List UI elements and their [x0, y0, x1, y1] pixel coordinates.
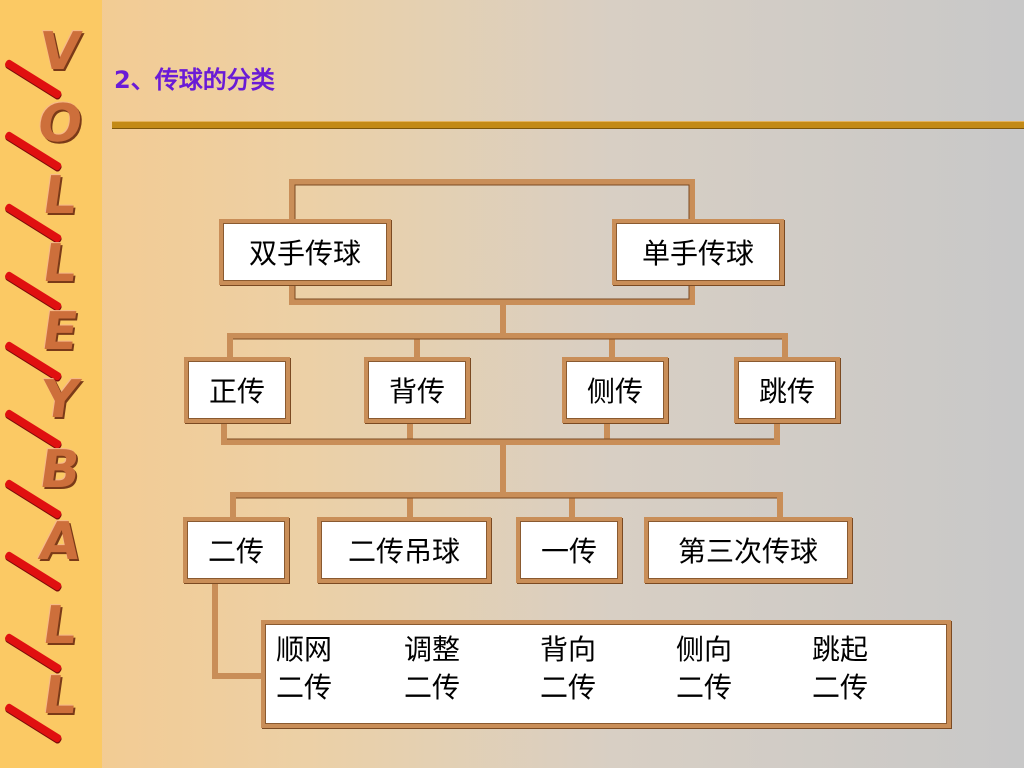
sidebar-banner: V O L L E Y B A L L — [0, 0, 102, 768]
node-first-pass: 一传 — [516, 517, 622, 583]
node-one-hand-pass: 单手传球 — [612, 219, 784, 285]
subtype-line2: 二传 — [540, 671, 597, 704]
node-set-subtypes: 顺网 调整 背向 侧向 跳起 二传 二传 二传 二传 二传 — [261, 620, 951, 728]
node-front-set: 正传 — [184, 357, 290, 423]
connector — [212, 577, 267, 679]
node-label: 正传 — [188, 361, 286, 419]
node-label: 单手传球 — [616, 223, 780, 281]
subtype-line1: 调整 — [404, 633, 461, 666]
node-jump-set: 跳传 — [734, 357, 840, 423]
node-third-pass: 第三次传球 — [644, 517, 852, 583]
slide-title: 2、传球的分类 — [114, 66, 275, 94]
node-label: 二传吊球 — [321, 521, 487, 579]
node-two-hand-pass: 双手传球 — [219, 219, 391, 285]
subtype-line1: 顺网 — [276, 633, 333, 666]
connector — [289, 279, 695, 305]
node-label: 侧传 — [566, 361, 664, 419]
node-label: 一传 — [520, 521, 618, 579]
node-label: 跳传 — [738, 361, 836, 419]
node-second-pass-dump: 二传吊球 — [317, 517, 491, 583]
title-divider — [112, 121, 1024, 129]
subtype-line2: 二传 — [276, 671, 333, 704]
connector — [289, 179, 695, 225]
node-label: 双手传球 — [223, 223, 387, 281]
subtype-line1: 背向 — [540, 633, 597, 666]
subtype-line1: 侧向 — [676, 633, 733, 666]
node-back-set: 背传 — [364, 357, 470, 423]
subtype-line2: 二传 — [676, 671, 733, 704]
subtype-line1: 跳起 — [812, 633, 869, 666]
node-label: 背传 — [368, 361, 466, 419]
node-second-pass: 二传 — [183, 517, 289, 583]
subtype-line2: 二传 — [404, 671, 461, 704]
subtype-line2: 二传 — [812, 671, 869, 704]
node-label: 第三次传球 — [648, 521, 848, 579]
subtype-grid: 顺网 调整 背向 侧向 跳起 二传 二传 二传 二传 二传 — [276, 631, 938, 707]
node-side-set: 侧传 — [562, 357, 668, 423]
node-label: 二传 — [187, 521, 285, 579]
